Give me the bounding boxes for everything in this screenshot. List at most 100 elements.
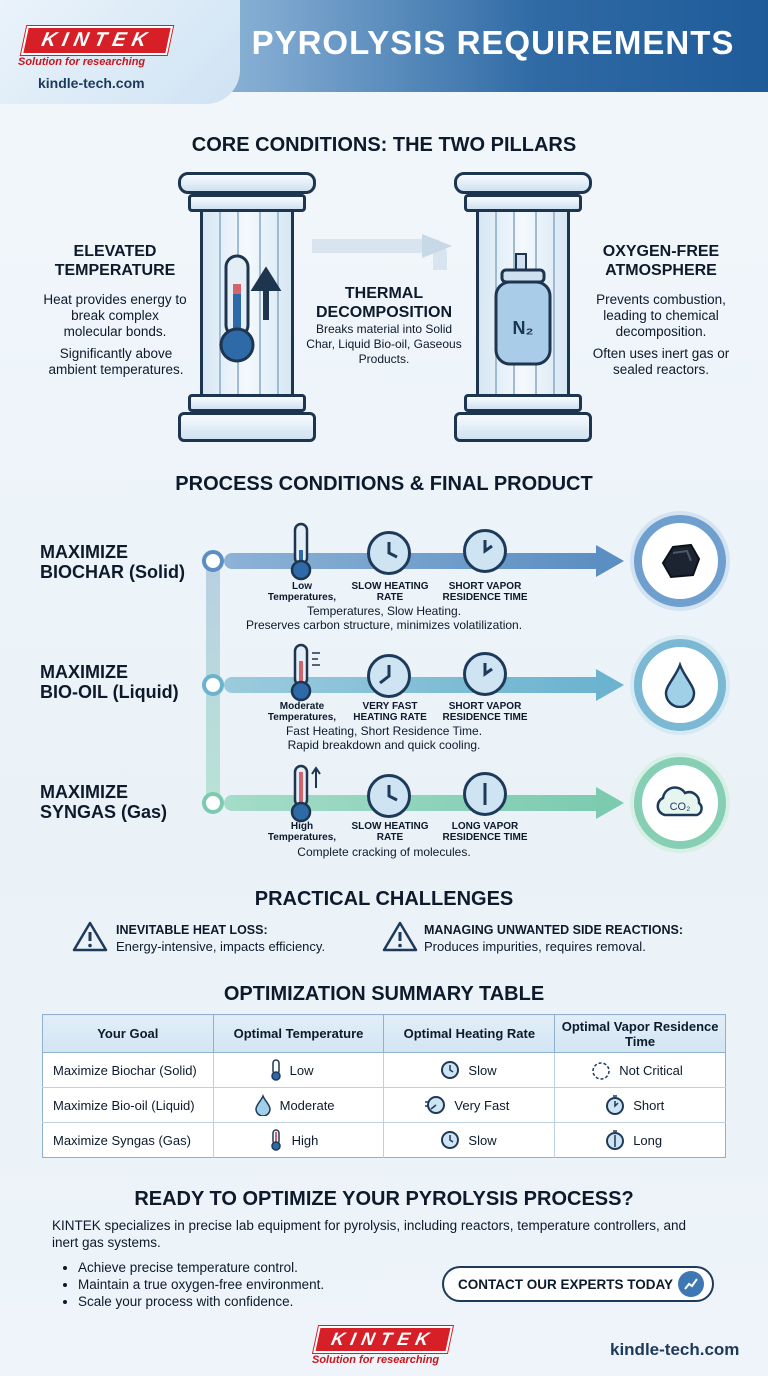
row2-rate-label: VERY FAST HEATING RATE xyxy=(353,701,427,723)
left-pillar-text1: Heat provides energy to break complex mo… xyxy=(43,292,187,339)
table-cell: Maximize Bio-oil (Liquid) xyxy=(42,1087,214,1123)
center-title: THERMAL DECOMPOSITION xyxy=(315,285,452,321)
process-arrow-icon xyxy=(312,234,452,270)
table-cell: Moderate xyxy=(279,1097,335,1113)
footer-tagline: Solution for researching xyxy=(312,1354,440,1366)
table-cell: High xyxy=(291,1132,319,1148)
clock-very-fast-icon xyxy=(367,654,411,698)
table-row: Maximize Biochar (Solid) Low Slow Not Cr… xyxy=(42,1052,726,1088)
syngas-cloud-label: CO₂ xyxy=(670,801,691,813)
row1-rate-label: SLOW HEATING RATE xyxy=(351,581,429,603)
cta-bullet: Scale your process with confidence. xyxy=(78,1293,324,1310)
contact-experts-button[interactable]: CONTACT OUR EXPERTS TODAY xyxy=(442,1266,714,1302)
thermometer-arrow-icon xyxy=(219,254,282,363)
row3-rate-label: SLOW HEATING RATE xyxy=(351,821,429,843)
table-row: Maximize Bio-oil (Liquid) Moderate Very … xyxy=(42,1087,726,1123)
center-text: Breaks material into Solid Char, Liquid … xyxy=(306,322,462,366)
biochar-product-icon xyxy=(634,515,726,607)
summary-table: Your Goal Optimal Temperature Optimal He… xyxy=(42,1014,726,1158)
drop-icon-small xyxy=(254,1094,271,1116)
clock-slow-icon-small xyxy=(441,1061,460,1079)
cta-heading: READY TO OPTIMIZE YOUR PYROLYSIS PROCESS… xyxy=(134,1188,634,1210)
footer-site-link[interactable]: kindle-tech.com xyxy=(610,1340,740,1359)
challenge-2-title: MANAGING UNWANTED SIDE REACTIONS: xyxy=(424,923,684,937)
row-title-3b: SYNGAS (Gas) xyxy=(40,802,168,822)
clock-slow-icon xyxy=(367,531,411,575)
challenge-1-text: Energy-intensive, impacts efficiency. xyxy=(116,939,326,954)
row-title-2a: MAXIMIZE xyxy=(40,662,128,682)
stopwatch-short-icon-2 xyxy=(463,652,507,696)
thermometer-low-icon xyxy=(290,522,312,581)
table-cell: Slow xyxy=(468,1132,497,1148)
challenge-1-title: INEVITABLE HEAT LOSS: xyxy=(116,923,268,937)
kintek-logo: KINTEK xyxy=(20,26,174,55)
biooil-drop-icon xyxy=(634,639,726,731)
stopwatch-long-icon xyxy=(463,772,507,816)
clock-slow-icon-small-2 xyxy=(441,1131,460,1149)
table-cell: Short xyxy=(633,1097,665,1113)
logo-panel: KINTEK Solution for researching kindle-t… xyxy=(0,0,240,104)
row-title-1a: MAXIMIZE xyxy=(40,542,128,562)
row1-desc2: Preserves carbon structure, minimizes vo… xyxy=(245,618,523,632)
table-cell: Maximize Biochar (Solid) xyxy=(42,1052,214,1088)
process-heading: PROCESS CONDITIONS & FINAL PRODUCT xyxy=(175,473,593,495)
left-pillar-title: ELEVATED TEMPERATURE xyxy=(54,243,176,279)
page-title: PYROLYSIS REQUIREMENTS xyxy=(251,24,735,61)
right-pillar-title: OXYGEN-FREE ATMOSPHERE xyxy=(602,243,720,279)
warning-icon xyxy=(72,921,108,952)
syngas-cloud-icon: CO₂ xyxy=(634,757,726,849)
right-pillar-text1: Prevents combustion, leading to chemical… xyxy=(596,292,726,339)
challenge-2-text: Produces impurities, requires removal. xyxy=(424,939,646,954)
thermometer-low-icon-small xyxy=(270,1059,281,1081)
table-cell: Long xyxy=(633,1132,663,1148)
stopwatch-long-icon-small xyxy=(606,1130,625,1150)
row-title-2b: BIO-OIL (Liquid) xyxy=(40,682,179,702)
clock-slow-icon-2 xyxy=(367,774,411,818)
chart-icon xyxy=(678,1271,704,1297)
row2-desc1: Fast Heating, Short Residence Time. xyxy=(285,724,483,738)
row3-temp-label: High Temperatures, xyxy=(267,821,337,843)
thermometer-high-icon xyxy=(290,764,321,823)
gas-cylinder-icon: N₂ xyxy=(494,253,552,366)
cta-bullet: Maintain a true oxygen-free environment. xyxy=(78,1276,324,1293)
row3-desc1: Complete cracking of molecules. xyxy=(297,845,471,859)
table-cell: Maximize Syngas (Gas) xyxy=(42,1122,214,1158)
warning-icon-2 xyxy=(382,921,418,952)
footer-kintek-logo: KINTEK xyxy=(313,1326,453,1353)
logo-tagline: Solution for researching xyxy=(18,56,146,68)
row1-desc1: Temperatures, Slow Heating. xyxy=(306,604,462,618)
table-row: Maximize Syngas (Gas) High Slow Long xyxy=(42,1122,726,1158)
challenges-heading: PRACTICAL CHALLENGES xyxy=(254,888,514,910)
row-title-1b: BIOCHAR (Solid) xyxy=(40,562,185,582)
stopwatch-short-icon-small xyxy=(606,1095,625,1115)
row1-vapor-label: SHORT VAPOR RESIDENCE TIME xyxy=(442,581,528,603)
row2-desc2: Rapid breakdown and quick cooling. xyxy=(287,738,481,752)
cta-intro: KINTEK specializes in precise lab equipm… xyxy=(52,1218,687,1250)
table-cell: Slow xyxy=(468,1062,497,1078)
table-cell: Very Fast xyxy=(454,1097,510,1113)
right-pillar-text2: Often uses inert gas or sealed reactors. xyxy=(592,346,730,377)
header-site-link[interactable]: kindle-tech.com xyxy=(38,75,145,91)
contact-button-label: CONTACT OUR EXPERTS TODAY xyxy=(458,1276,674,1292)
row-title-3a: MAXIMIZE xyxy=(40,782,128,802)
table-cell: Low xyxy=(289,1062,314,1078)
left-pillar-text2: Significantly above ambient temperatures… xyxy=(48,346,184,377)
table-header: Optimal Vapor Residence Time xyxy=(554,1014,726,1053)
row2-vapor-label: SHORT VAPOR RESIDENCE TIME xyxy=(442,701,528,723)
row2-temp-label: Moderate Temperatures, xyxy=(267,701,337,723)
cta-bullets: Achieve precise temperature control. Mai… xyxy=(78,1259,324,1310)
gas-cylinder-label: N₂ xyxy=(513,318,534,338)
row1-temp-label: Low Temperatures, xyxy=(267,581,337,603)
thermometer-high-icon-small xyxy=(270,1129,281,1151)
clock-fast-icon-small xyxy=(425,1096,446,1114)
table-header: Optimal Heating Rate xyxy=(383,1014,556,1053)
table-heading: OPTIMIZATION SUMMARY TABLE xyxy=(223,983,545,1005)
thermometer-moderate-icon xyxy=(290,643,320,702)
core-heading: CORE CONDITIONS: THE TWO PILLARS xyxy=(191,134,577,156)
stopwatch-dashed-icon-small xyxy=(592,1062,610,1080)
table-cell: Not Critical xyxy=(619,1062,683,1078)
table-header: Your Goal xyxy=(42,1014,214,1053)
cta-bullet: Achieve precise temperature control. xyxy=(78,1259,324,1276)
table-header: Optimal Temperature xyxy=(213,1014,385,1053)
stopwatch-short-icon xyxy=(463,529,507,573)
